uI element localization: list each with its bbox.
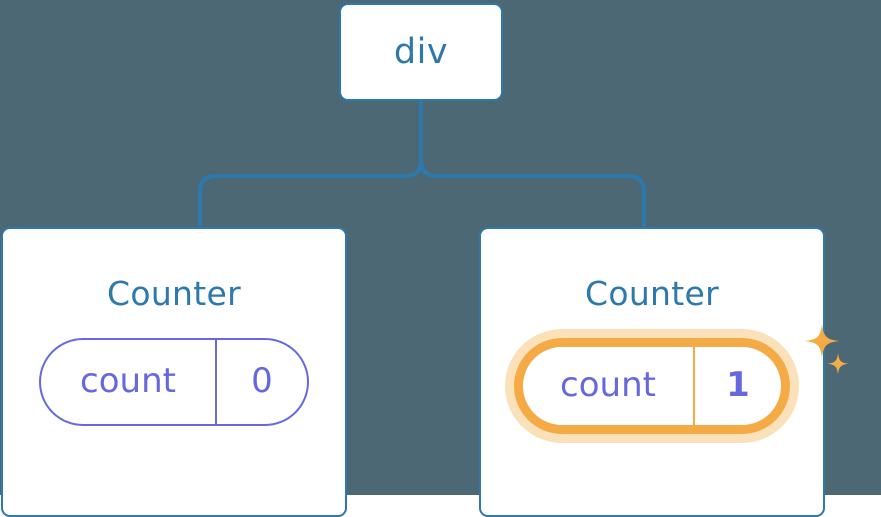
- tree-node-div[interactable]: div: [339, 3, 503, 101]
- state-pill-value: 1: [726, 365, 750, 405]
- connector-to-left-child: [198, 159, 423, 229]
- component-card-counter-left[interactable]: Counter count 0: [1, 227, 347, 517]
- tree-node-div-label: div: [393, 31, 449, 72]
- component-title: Counter: [107, 274, 241, 313]
- state-pill-count-left[interactable]: count 0: [39, 338, 309, 426]
- state-pill-key: count: [523, 347, 695, 425]
- state-pill-wrapper-right: count 1: [514, 338, 790, 434]
- sparkle-small-icon: [827, 353, 849, 375]
- state-pill-key: count: [41, 340, 217, 424]
- state-pill-wrapper-left: count 0: [39, 338, 309, 426]
- connector-to-right-child: [419, 159, 646, 229]
- state-pill-count-right[interactable]: count 1: [514, 338, 790, 434]
- component-card-counter-right[interactable]: Counter count 1: [479, 227, 825, 517]
- state-pill-value: 0: [251, 361, 273, 401]
- component-title: Counter: [585, 274, 719, 313]
